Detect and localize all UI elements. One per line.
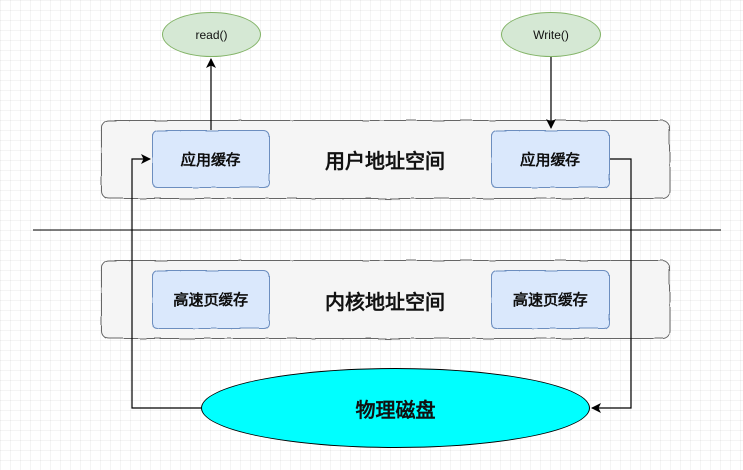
user-app-buffer-left: 应用缓存 xyxy=(152,130,270,188)
write-call-ellipse: Write() xyxy=(501,12,601,57)
user-app-buffer-right: 应用缓存 xyxy=(491,130,610,188)
arrow-disk-to-app-buffer xyxy=(131,154,201,409)
read-call-ellipse: read() xyxy=(162,12,261,57)
kernel-page-cache-right: 高速页缓存 xyxy=(491,270,610,329)
arrow-app-buffer-to-disk xyxy=(591,158,632,413)
kernel-address-space-label: 内核地址空间 xyxy=(325,289,445,314)
user-address-space-label: 用户地址空间 xyxy=(325,148,445,173)
physical-disk-ellipse: 物理磁盘 xyxy=(201,368,590,448)
kernel-page-cache-left: 高速页缓存 xyxy=(152,270,270,329)
